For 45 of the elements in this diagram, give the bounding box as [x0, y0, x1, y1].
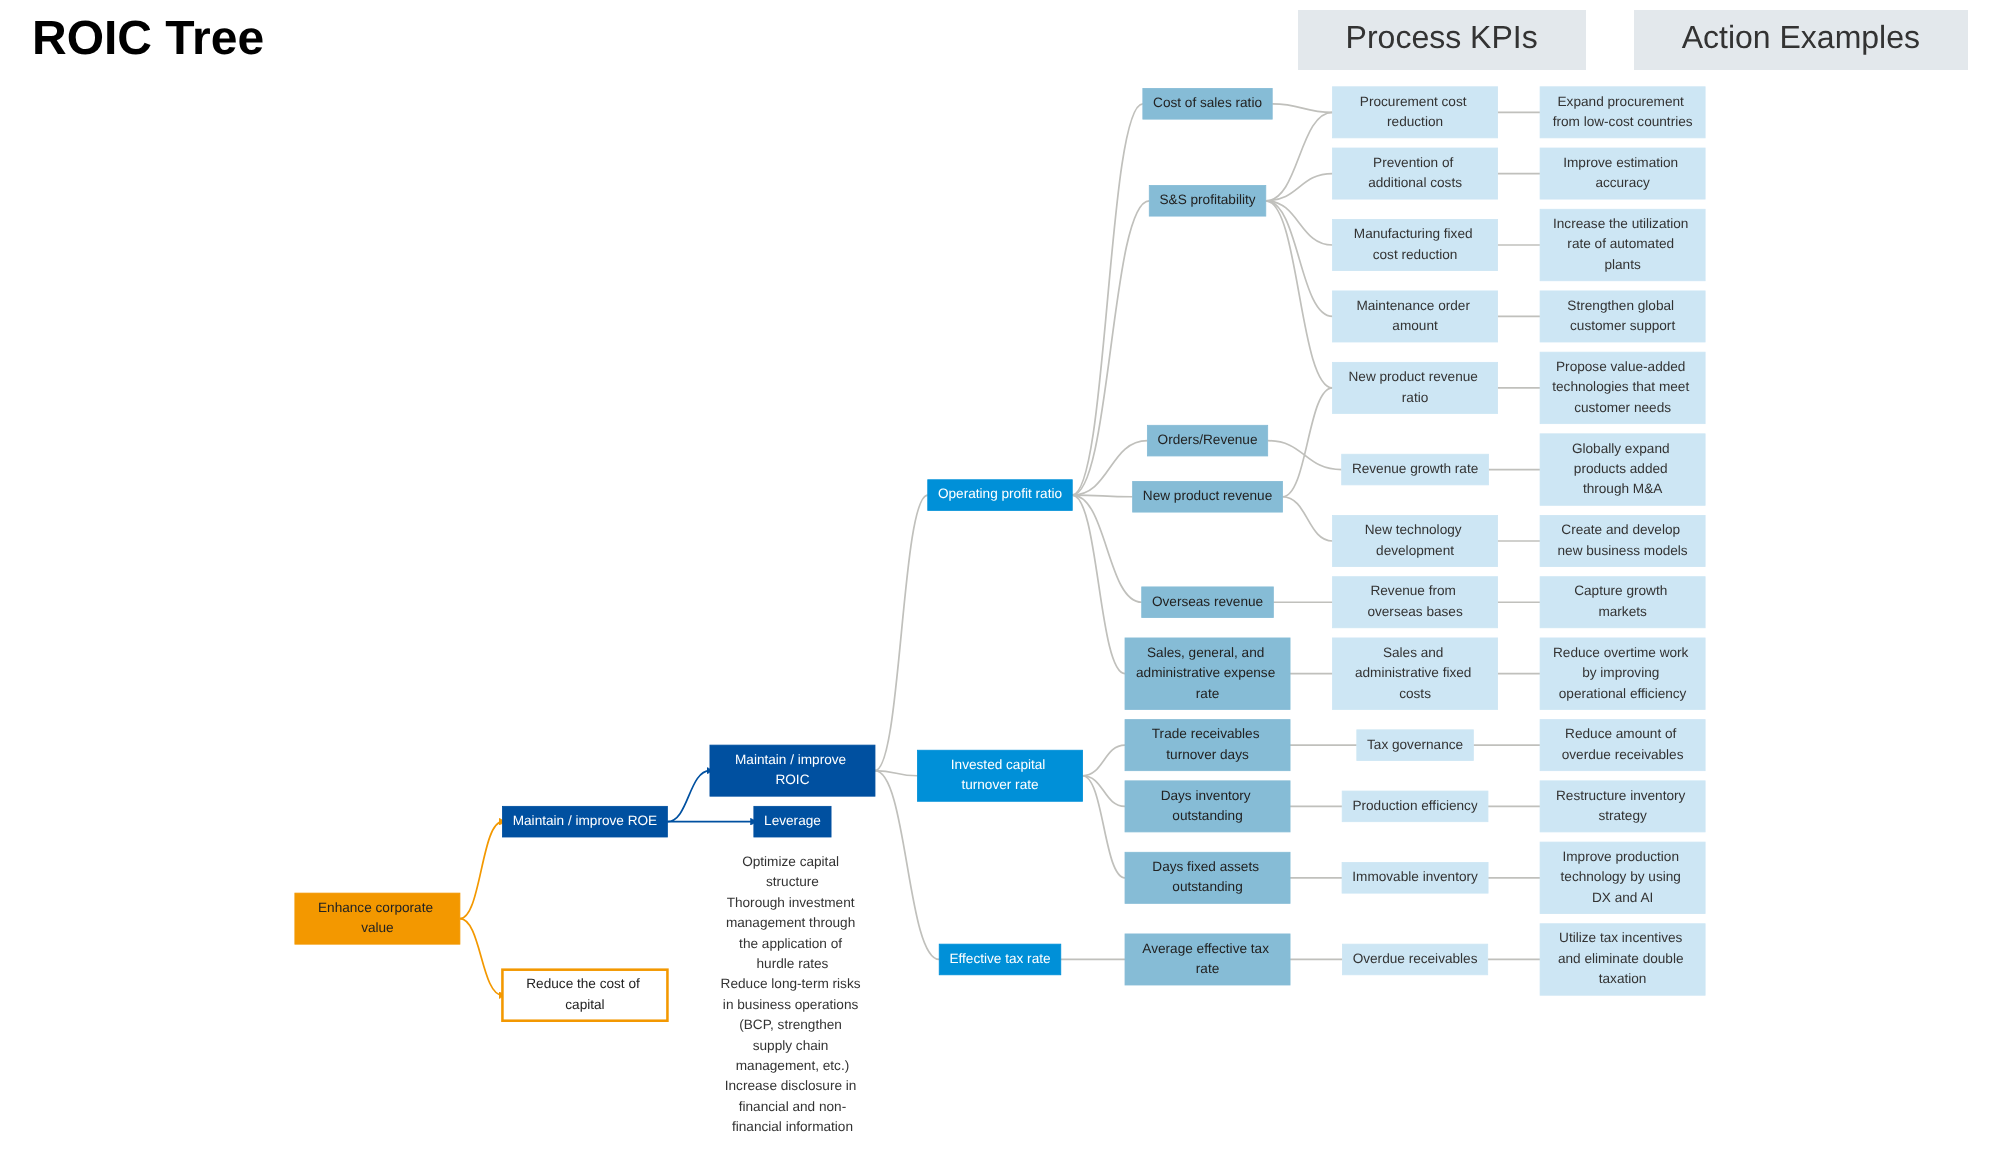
connector [1289, 958, 1344, 961]
connector [1271, 102, 1334, 114]
connector [874, 769, 941, 961]
connector [1496, 672, 1541, 675]
connector [1071, 102, 1144, 496]
connector [1289, 744, 1358, 746]
connector [1486, 958, 1541, 961]
column-header: Action Examples [1633, 10, 1968, 70]
connector [1487, 876, 1541, 879]
connector [1289, 876, 1343, 879]
connector [874, 494, 929, 772]
connector [1071, 439, 1149, 496]
connector [1496, 172, 1541, 175]
connector [1496, 601, 1541, 604]
arrow [459, 819, 506, 920]
connector [874, 769, 919, 777]
connector [1472, 744, 1541, 746]
connector [1496, 315, 1541, 318]
connector [1059, 958, 1126, 961]
connector [1272, 601, 1334, 604]
connector [1264, 111, 1334, 202]
connector [1496, 244, 1541, 246]
connector [1289, 672, 1334, 675]
connector [1264, 199, 1334, 318]
connector [1496, 387, 1541, 389]
connector [1281, 387, 1334, 498]
connector [1264, 199, 1334, 389]
arrow [666, 817, 758, 826]
connector [1496, 111, 1541, 114]
arrow [459, 917, 506, 998]
column-header: Process KPIs [1297, 10, 1586, 70]
connector [1071, 494, 1143, 604]
connector [1281, 495, 1334, 542]
connector [1487, 468, 1541, 471]
connector [1081, 774, 1126, 879]
connector [1081, 744, 1126, 777]
connector [1071, 494, 1126, 675]
connector [1071, 199, 1151, 496]
diagram-title: ROIC Tree [32, 12, 265, 68]
connector [1289, 805, 1344, 808]
connector [1487, 805, 1541, 808]
connector [1081, 774, 1126, 808]
arrow [666, 767, 714, 823]
connector [1496, 540, 1541, 542]
connector [1266, 439, 1343, 471]
